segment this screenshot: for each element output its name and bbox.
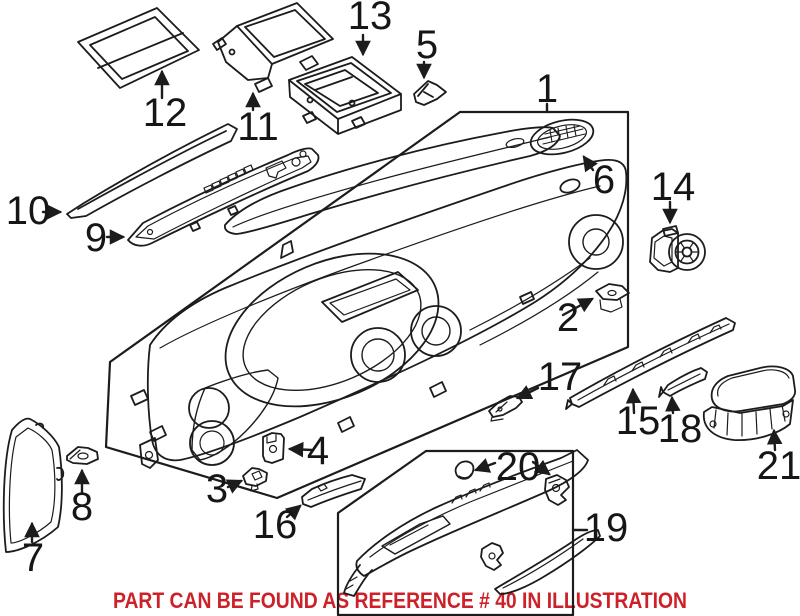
- callout-16: 16: [253, 503, 298, 547]
- callout-20: 20: [496, 445, 541, 489]
- part-17-latch: [488, 395, 523, 422]
- part-20-fasteners: [454, 460, 570, 506]
- part-12-frame: [77, 7, 200, 89]
- part-15-long-strip: [565, 317, 736, 410]
- callout-8: 8: [71, 485, 93, 529]
- part-19-lower-trim-panels: [343, 449, 601, 597]
- callout-18: 18: [658, 407, 703, 451]
- leader-arrows: [24, 33, 783, 544]
- callout-6: 6: [593, 158, 615, 202]
- callout-9: 9: [85, 216, 107, 260]
- part-11-display-unit: [212, 2, 334, 93]
- callout-14: 14: [651, 165, 696, 209]
- part-16-strip: [301, 474, 366, 508]
- callout-3: 3: [206, 467, 228, 511]
- part-18-short-strip: [658, 367, 708, 398]
- part-3-bracket: [242, 467, 268, 492]
- callout-2: 2: [557, 296, 579, 340]
- callout-7: 7: [22, 536, 44, 580]
- part-14-air-vent: [649, 225, 706, 273]
- part-13-tray: [288, 56, 402, 135]
- part-7-side-trim: [2, 417, 65, 553]
- callout-12: 12: [143, 91, 188, 135]
- part-2-clip: [595, 283, 630, 313]
- callout-17: 17: [538, 355, 583, 399]
- callout-11: 11: [237, 105, 279, 149]
- group-box-part-19: [336, 449, 575, 616]
- callout-13: 13: [348, 0, 393, 38]
- callout-19: 19: [584, 506, 629, 550]
- callout-4: 4: [307, 429, 329, 473]
- part-21-airbag-module: [702, 365, 796, 441]
- part-9-switch-panel: [127, 147, 320, 247]
- callout-10: 10: [6, 189, 51, 233]
- callout-5: 5: [416, 23, 438, 67]
- part-5-clip: [413, 80, 447, 106]
- callout-15: 15: [616, 399, 661, 443]
- reference-caption: PART CAN BE FOUND AS REFERENCE # 40 IN I…: [113, 588, 687, 613]
- callout-1: 1: [536, 67, 558, 111]
- part-10-trim-strip: [66, 123, 238, 219]
- group-box-part-1: [104, 110, 630, 500]
- part-1-dashboard-assembly: [130, 126, 628, 469]
- part-6-speaker-grille: [529, 118, 595, 156]
- part-8-clip: [66, 446, 99, 465]
- part-4-bracket: [262, 432, 285, 464]
- callout-21: 21: [757, 444, 800, 488]
